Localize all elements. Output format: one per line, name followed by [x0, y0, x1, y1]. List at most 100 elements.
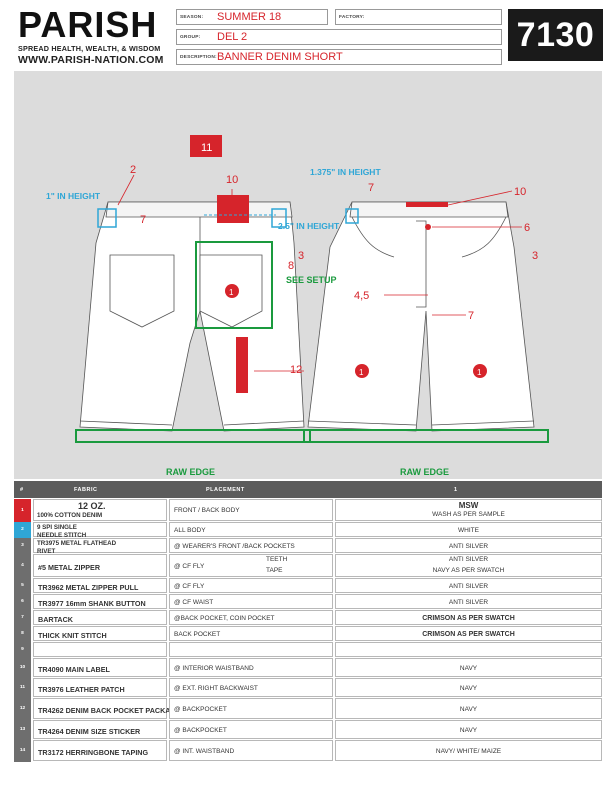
raw-edge-front-note: RAW EDGE: [400, 467, 449, 477]
color-text: NAVY: [459, 705, 478, 713]
color-text: ANTI SILVER: [448, 598, 489, 606]
callout-7-back-text: 7: [140, 214, 146, 226]
color-cell: [335, 642, 602, 657]
group-field: GROUP: DEL 2: [176, 29, 502, 45]
brand-url: WWW.PARISH-NATION.COM: [18, 54, 164, 66]
callout-45-text: 4,5: [354, 290, 369, 302]
placement-cell: @ CF WAIST: [169, 594, 333, 609]
color-text: WHITE: [458, 526, 479, 534]
season-label: SEASON:: [180, 15, 204, 20]
material-text: TR4090 MAIN LABEL: [38, 664, 110, 674]
material-text-2: 100% COTTON DENIM: [37, 512, 103, 519]
placement-cell: @ INTERIOR WAISTBAND: [169, 658, 333, 677]
placement-cell: @ BACKPOCKET: [169, 698, 333, 719]
row-number: 8: [14, 626, 31, 642]
see-setup-note: SEE SETUP: [286, 275, 337, 285]
color-text-2: NAVY AS PER SWATCH: [432, 567, 505, 574]
color-text: NAVY: [459, 726, 478, 734]
row-number: 4: [14, 554, 31, 578]
color-text: CRIMSON AS PER SWATCH: [422, 614, 515, 622]
row-number: 6: [14, 594, 31, 610]
factory-field: FACTORY:: [335, 9, 502, 25]
callout-7-front-text: 7: [368, 182, 374, 194]
placement-text: @BACK POCKET, COIN POCKET: [174, 614, 275, 622]
callout-8-text: 8: [288, 260, 294, 272]
placement-text: @ WEARER'S FRONT /BACK POCKETS: [174, 542, 295, 550]
placement-text: @ BACKPOCKET: [174, 705, 227, 713]
header-num: #: [20, 487, 24, 493]
table-row: 9: [14, 642, 602, 658]
callout-3-front-text: 3: [532, 250, 538, 262]
row-number: 9: [14, 642, 31, 658]
header-placement: PLACEMENT: [206, 487, 245, 493]
placement-cell: @ EXT. RIGHT BACKWAIST: [169, 678, 333, 697]
callout-3-back-text: 3: [298, 250, 304, 262]
placement-cell: ALL BODY: [169, 522, 333, 537]
placement-text: FRONT / BACK BODY: [174, 507, 240, 514]
material-text: TR3962 METAL ZIPPER PULL: [38, 582, 139, 592]
placement-sub-2: TAPE: [266, 567, 283, 574]
color-cell: ANTI SILVER: [335, 578, 602, 593]
material-text: THICK KNIT STITCH: [38, 630, 107, 640]
row-number: 5: [14, 578, 31, 594]
row-number: 2: [14, 522, 31, 538]
material-text-2: NEEDLE STITCH: [37, 532, 87, 539]
row-number: 10: [14, 658, 31, 678]
row-number: 11: [14, 678, 31, 698]
row-number: 3: [14, 538, 31, 554]
placement-text: BACK POCKET: [174, 630, 221, 638]
callout-11-text: 11: [201, 142, 212, 154]
material-text: TR4262 DENIM BACK POCKET PACKAGING: [38, 705, 189, 715]
material-cell: BARTACK: [33, 610, 167, 625]
bom-table: # FABRIC PLACEMENT 1: [14, 481, 602, 498]
material-text: 9 SPI SINGLE: [37, 524, 77, 531]
front-view-short: [307, 201, 535, 432]
callout-1-front-left: [355, 364, 369, 378]
material-text: TR3977 16mm SHANK BUTTON: [38, 598, 146, 608]
placement-text: ALL BODY: [174, 526, 206, 534]
table-row: 6 TR3977 16mm SHANK BUTTON @ CF WAIST ANTI …: [14, 594, 602, 610]
callout-7-front-low-text: 7: [468, 310, 474, 322]
material-cell: TR3962 METAL ZIPPER PULL: [33, 578, 167, 593]
color-cell: NAVY: [335, 658, 602, 677]
back-pocket-packaging: [236, 337, 248, 393]
placement-text: @ CF FLY: [174, 582, 205, 590]
color-text: ANTI SILVER: [448, 556, 489, 563]
material-text: TR4264 DENIM SIZE STICKER: [38, 726, 141, 736]
color-text: ANTI SILVER: [448, 542, 489, 550]
material-cell: TR4090 MAIN LABEL: [33, 658, 167, 677]
row-number: 12: [14, 698, 31, 720]
label-11-box: [190, 135, 222, 157]
material-text-2: RIVET: [37, 548, 56, 555]
back-height-note: 1" IN HEIGHT: [46, 191, 101, 201]
callout-1-front-left-text: 1: [359, 368, 364, 377]
callout-1-back-text: 1: [229, 288, 234, 297]
back-view-short: [79, 201, 305, 432]
color-cell: CRIMSON AS PER SWATCH: [335, 626, 602, 641]
callout-6-text: 6: [524, 222, 530, 234]
material-text: TR3172 HERRINGBONE TAPING: [38, 747, 149, 757]
flat-sketch-svg: 11 2 10 7 3 8 1 12 7 10 6 3 4,5 7 1 1 1"…: [46, 135, 549, 477]
row-number: 1: [14, 499, 31, 522]
raw-edge-back-note: RAW EDGE: [166, 467, 215, 477]
group-value: DEL 2: [217, 31, 248, 43]
color-cell: ANTI SILVER: [335, 594, 602, 609]
main-label-front: [406, 202, 448, 207]
material-text: TR3976 LEATHER PATCH: [38, 684, 125, 694]
placement-cell: @BACK POCKET, COIN POCKET: [169, 610, 333, 625]
material-cell: TR3976 LEATHER PATCH: [33, 678, 167, 697]
placement-cell: @ CF FLY: [169, 578, 333, 593]
color-text: NAVY/ WHITE/ MAIZE: [435, 747, 502, 755]
season-field: SEASON: SUMMER 18: [176, 9, 328, 25]
color-text-2: WASH AS PER SAMPLE: [432, 511, 505, 518]
color-cell: NAVY: [335, 720, 602, 739]
callout-10-back-text: 10: [226, 174, 238, 186]
callout-1-front-right: [473, 364, 487, 378]
